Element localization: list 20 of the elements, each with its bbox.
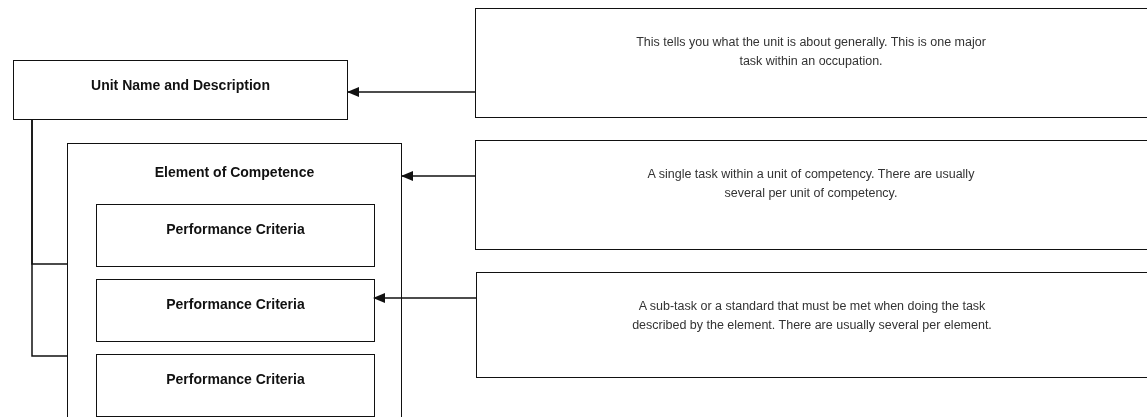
label-box (96, 279, 375, 342)
description-text: A single task within a unit of competency. There are usually several per unit of competency. (646, 166, 976, 202)
label-box (96, 204, 375, 267)
box-title: Performance Criteria (166, 220, 305, 239)
element-title: Element of Competence (153, 163, 316, 182)
description-box (476, 272, 1147, 378)
box-title: Performance Criteria (166, 295, 305, 314)
description-text: This tells you what the unit is about generally. This is one major task within an occupation. (635, 34, 987, 70)
label-box (96, 354, 375, 417)
box-title: Unit Name and Description (91, 76, 270, 95)
connector-line (31, 119, 68, 357)
arrow (373, 293, 477, 303)
element-box (67, 143, 402, 417)
arrow (401, 171, 476, 181)
description-text: A sub-task or a standard that must be met when doing the task described by the element. There are usually several per element. (632, 298, 992, 334)
description-box (475, 140, 1147, 250)
label-box (13, 60, 348, 120)
arrow (347, 87, 476, 97)
box-title: Performance Criteria (166, 370, 305, 389)
description-box (475, 8, 1147, 118)
